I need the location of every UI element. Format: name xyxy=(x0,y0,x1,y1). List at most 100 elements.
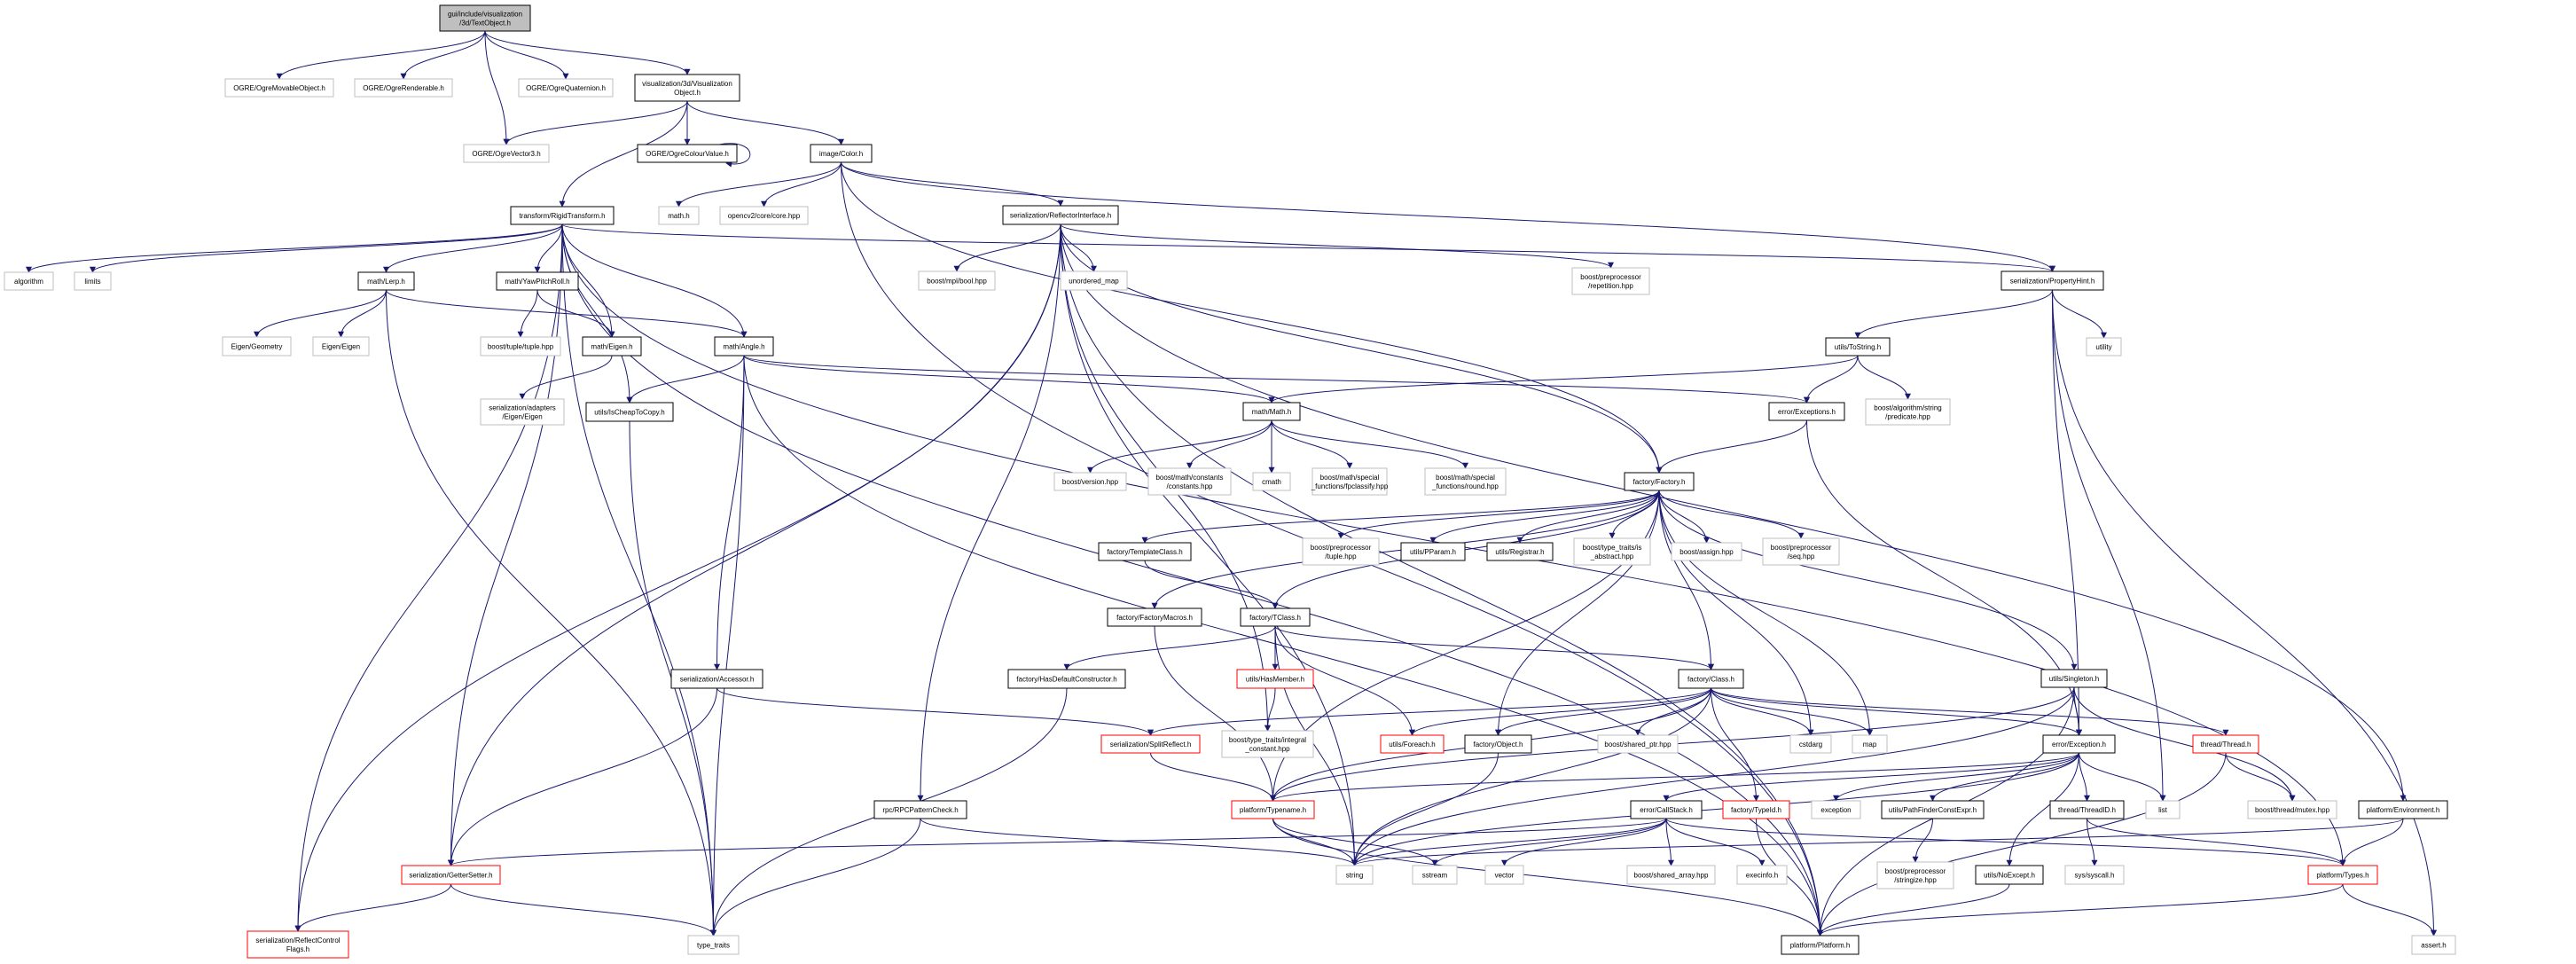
node-platform-platform-h[interactable]: platform/Platform.h xyxy=(1781,935,1860,955)
node-utils-pathfinderconstexpr-h[interactable]: utils/PathFinderConstExpr.h xyxy=(1881,800,1985,819)
node-factory-typeid-h[interactable]: factory/TypeId.h xyxy=(1722,800,1790,819)
node-eigen-eigen[interactable]: Eigen/Eigen xyxy=(312,336,370,357)
node-utils-noexcept-h[interactable]: utils/NoExcept.h xyxy=(1975,865,2044,885)
node-error-exceptions-h[interactable]: error/Exceptions.h xyxy=(1768,402,1845,421)
edge-types-to-platform xyxy=(1817,883,2344,937)
node-factory-templateclass-h[interactable]: factory/TemplateClass.h xyxy=(1098,542,1192,561)
node-ogre-ogrecolourvalue-h[interactable]: OGRE/OgreColourValue.h xyxy=(637,144,738,163)
node-boost-math-constants-constants-hpp[interactable]: boost/math/constants/constants.hpp xyxy=(1147,467,1232,496)
node-boost-preprocessor-tuple-hpp[interactable]: boost/preprocessor/tuple.hpp xyxy=(1302,537,1380,566)
node-serialization-splitreflect-h[interactable]: serialization/SplitReflect.h xyxy=(1100,734,1201,754)
node-type-traits[interactable]: type_traits xyxy=(687,935,740,955)
node-boost-thread-mutex-hpp[interactable]: boost/thread/mutex.hpp xyxy=(2247,800,2337,819)
node-serialization-accessor-h[interactable]: serialization/Accessor.h xyxy=(670,669,763,689)
node-boost-math-special-functions-fpclassify-hpp[interactable]: boost/math/special_functions/fpclassify.… xyxy=(1311,467,1389,496)
node-boost-tuple-tuple-hpp[interactable]: boost/tuple/tuple.hpp xyxy=(480,336,561,357)
node-rpc-rpcpatterncheck-h[interactable]: rpc/RPCPatternCheck.h xyxy=(873,800,967,819)
node-math-math-h[interactable]: math/Math.h xyxy=(1242,402,1301,421)
node-label: OGRE/OgreRenderable.h xyxy=(363,84,444,92)
node-sstream[interactable]: sstream xyxy=(1412,865,1458,885)
node-exception[interactable]: exception xyxy=(1811,800,1861,819)
node-platform-typename-h[interactable]: platform/Typename.h xyxy=(1231,800,1315,819)
node-box xyxy=(1236,669,1314,689)
node-utility[interactable]: utility xyxy=(2086,337,2122,357)
node-utils-ischeaptocopy-h[interactable]: utils/IsCheapToCopy.h xyxy=(585,402,674,422)
node-factory-tclass-h[interactable]: factory/TClass.h xyxy=(1240,607,1311,627)
node-ogre-ogrerenderable-h[interactable]: OGRE/OgreRenderable.h xyxy=(354,78,453,98)
node-boost-preprocessor-repetition-hpp[interactable]: boost/preprocessor/repetition.hpp xyxy=(1571,267,1650,295)
node-math-angle-h[interactable]: math/Angle.h xyxy=(714,336,774,357)
node-box xyxy=(1400,542,1466,561)
node-limits[interactable]: limits xyxy=(74,271,112,291)
node-math-eigen-h[interactable]: math/Eigen.h xyxy=(582,336,642,357)
node-map[interactable]: map xyxy=(1852,734,1888,754)
node-ogre-ogrevector3-h[interactable]: OGRE/OgreVector3.h xyxy=(463,144,550,163)
node-math-h[interactable]: math.h xyxy=(658,206,700,225)
node-utils-singleton-h[interactable]: utils/Singleton.h xyxy=(2040,669,2108,688)
node-cmath[interactable]: cmath xyxy=(1252,472,1291,491)
node-gui-include-visualization-3d-textobject-h[interactable]: gui/include/visualization/3d/TextObject.… xyxy=(439,4,531,32)
node-error-exception-h[interactable]: error/Exception.h xyxy=(2042,734,2116,754)
node-ogre-ogremovableobject-h[interactable]: OGRE/OgreMovableObject.h xyxy=(224,78,334,98)
node-platform-environment-h[interactable]: platform/Environment.h xyxy=(2358,800,2448,819)
node-label: cstdarg xyxy=(1799,741,1822,748)
node-box xyxy=(1107,607,1202,627)
node-boost-type-traits-integral-constant-hpp[interactable]: boost/type_traits/integral_constant.hpp xyxy=(1221,730,1314,758)
node-factory-class-h[interactable]: factory/Class.h xyxy=(1678,669,1744,689)
node-platform-types-h[interactable]: platform/Types.h xyxy=(2307,865,2378,885)
node-transform-rigidtransform-h[interactable]: transform/RigidTransform.h xyxy=(510,206,615,225)
node-box xyxy=(1597,734,1679,754)
node-utils-foreach-h[interactable]: utils/Foreach.h xyxy=(1380,734,1445,754)
node-boost-type-traits-is-abstract-hpp[interactable]: boost/type_traits/is_abstract.hpp xyxy=(1573,537,1651,566)
node-label: /tuple.hpp xyxy=(1325,553,1357,560)
node-utils-hasmember-h[interactable]: utils/HasMember.h xyxy=(1236,669,1314,689)
node-serialization-reflectorinterface-h[interactable]: serialization/ReflectorInterface.h xyxy=(1002,205,1119,225)
node-boost-math-special-functions-round-hpp[interactable]: boost/math/special_functions/round.hpp xyxy=(1424,467,1507,496)
node-thread-threadid-h[interactable]: thread/ThreadID.h xyxy=(2049,800,2125,819)
node-opencv2-core-core-hpp[interactable]: opencv2/core/core.hpp xyxy=(719,206,809,225)
node-factory-factorymacros-h[interactable]: factory/FactoryMacros.h xyxy=(1107,607,1202,627)
node-utils-registrar-h[interactable]: utils/Registrar.h xyxy=(1486,542,1554,561)
node-serialization-propertyhint-h[interactable]: serialization/PropertyHint.h xyxy=(2001,270,2104,291)
node-execinfo-h[interactable]: execinfo.h xyxy=(1736,865,1788,885)
node-label: serialization/adapters xyxy=(489,404,556,412)
node-cstdarg[interactable]: cstdarg xyxy=(1789,734,1832,754)
node-image-color-h[interactable]: image/Color.h xyxy=(810,144,873,163)
node-boost-preprocessor-seq-hpp[interactable]: boost/preprocessor/seq.hpp xyxy=(1762,537,1840,566)
edge-tostring-to-mathmath xyxy=(1268,355,1859,404)
node-factory-object-h[interactable]: factory/Object.h xyxy=(1464,734,1532,754)
node-boost-version-hpp[interactable]: boost/version.hpp xyxy=(1053,472,1127,491)
node-list[interactable]: list xyxy=(2145,800,2181,819)
node-assert-h[interactable]: assert.h xyxy=(2411,935,2456,955)
node-boost-preprocessor-stringize-hpp[interactable]: boost/preprocessor/stringize.hpp xyxy=(1876,861,1954,890)
node-string[interactable]: string xyxy=(1335,865,1374,885)
node-error-callstack-h[interactable]: error/CallStack.h xyxy=(1630,800,1703,819)
node-boost-algorithm-string-predicate-hpp[interactable]: boost/algorithm/string/predicate.hpp xyxy=(1865,398,1951,426)
node-boost-shared-array-hpp[interactable]: boost/shared_array.hpp xyxy=(1626,865,1716,885)
node-factory-factory-h[interactable]: factory/Factory.h xyxy=(1624,472,1695,491)
node-boost-mpl-bool-hpp[interactable]: boost/mpl/bool.hpp xyxy=(918,270,996,291)
node-algorithm[interactable]: algorithm xyxy=(4,271,54,291)
node-math-lerp-h[interactable]: math/Lerp.h xyxy=(357,271,415,291)
node-serialization-gettersetter-h[interactable]: serialization/GetterSetter.h xyxy=(401,865,501,885)
node-eigen-geometry[interactable]: Eigen/Geometry xyxy=(222,336,292,357)
node-label: type_traits xyxy=(697,942,730,950)
node-utils-pparam-h[interactable]: utils/PParam.h xyxy=(1400,542,1466,561)
edge-callstack-to-sharedarray xyxy=(1665,818,1674,866)
node-factory-hasdefaultconstructor-h[interactable]: factory/HasDefaultConstructor.h xyxy=(1007,669,1126,689)
node-ogre-ogrequaternion-h[interactable]: OGRE/OgreQuaternion.h xyxy=(518,78,614,98)
node-unordered-map[interactable]: unordered_map xyxy=(1060,270,1128,291)
node-serialization-adapters-eigen-eigen[interactable]: serialization/adapters/Eigen/Eigen xyxy=(480,398,565,426)
node-math-yawpitchroll-h[interactable]: math/YawPitchRoll.h xyxy=(496,271,579,291)
node-vector[interactable]: vector xyxy=(1484,865,1524,885)
node-boost-shared-ptr-hpp[interactable]: boost/shared_ptr.hpp xyxy=(1597,734,1679,754)
node-label: boost/preprocessor xyxy=(1885,867,1946,875)
edge-exception_h-to-exception_std xyxy=(1833,752,2079,802)
node-boost-assign-hpp[interactable]: boost/assign.hpp xyxy=(1671,542,1742,561)
node-thread-thread-h[interactable]: thread/Thread.h xyxy=(2192,734,2259,754)
node-sys-syscall-h[interactable]: sys/syscall.h xyxy=(2064,865,2125,885)
node-utils-tostring-h[interactable]: utils/ToString.h xyxy=(1825,337,1891,357)
edge-reflector-to-factory xyxy=(1060,223,1663,474)
